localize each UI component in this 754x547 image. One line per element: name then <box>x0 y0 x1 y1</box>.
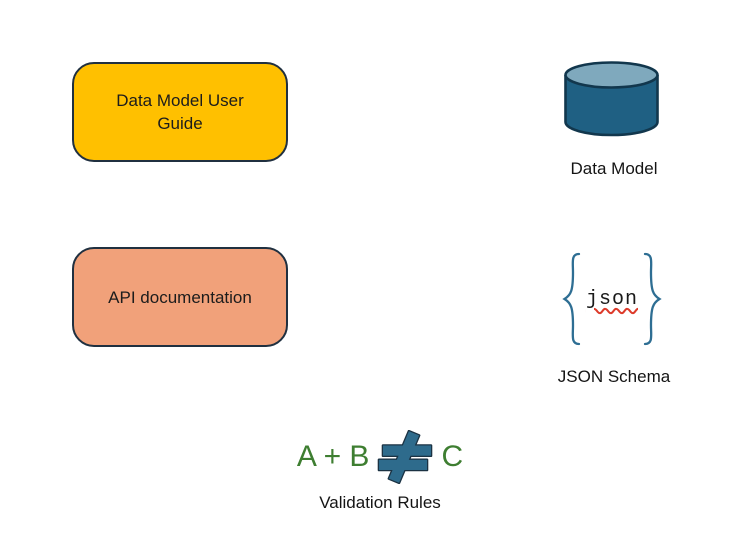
not-equal-icon <box>378 430 433 484</box>
cylinder-body <box>564 75 659 137</box>
node-api-documentation-label: API documentation <box>108 287 252 307</box>
database-cylinder-icon <box>564 61 659 137</box>
json-schema-label: JSON Schema <box>557 367 671 386</box>
validation-expression: A + B C <box>278 428 482 486</box>
json-braces-icon: json <box>562 251 662 347</box>
data-model-label: Data Model <box>570 159 658 178</box>
expression-right: C <box>441 440 464 473</box>
json-code-text: json <box>585 287 638 311</box>
expression-left: A + B <box>296 440 370 473</box>
node-data-model-user-guide-label: Data Model User Guide <box>116 91 244 133</box>
cylinder-top <box>564 61 659 89</box>
validation-rules-label: Validation Rules <box>319 493 441 512</box>
right-brace-icon <box>643 252 662 346</box>
node-data-model-user-guide: Data Model User Guide <box>72 62 288 162</box>
node-api-documentation: API documentation <box>72 247 288 347</box>
left-brace-icon <box>562 252 581 346</box>
